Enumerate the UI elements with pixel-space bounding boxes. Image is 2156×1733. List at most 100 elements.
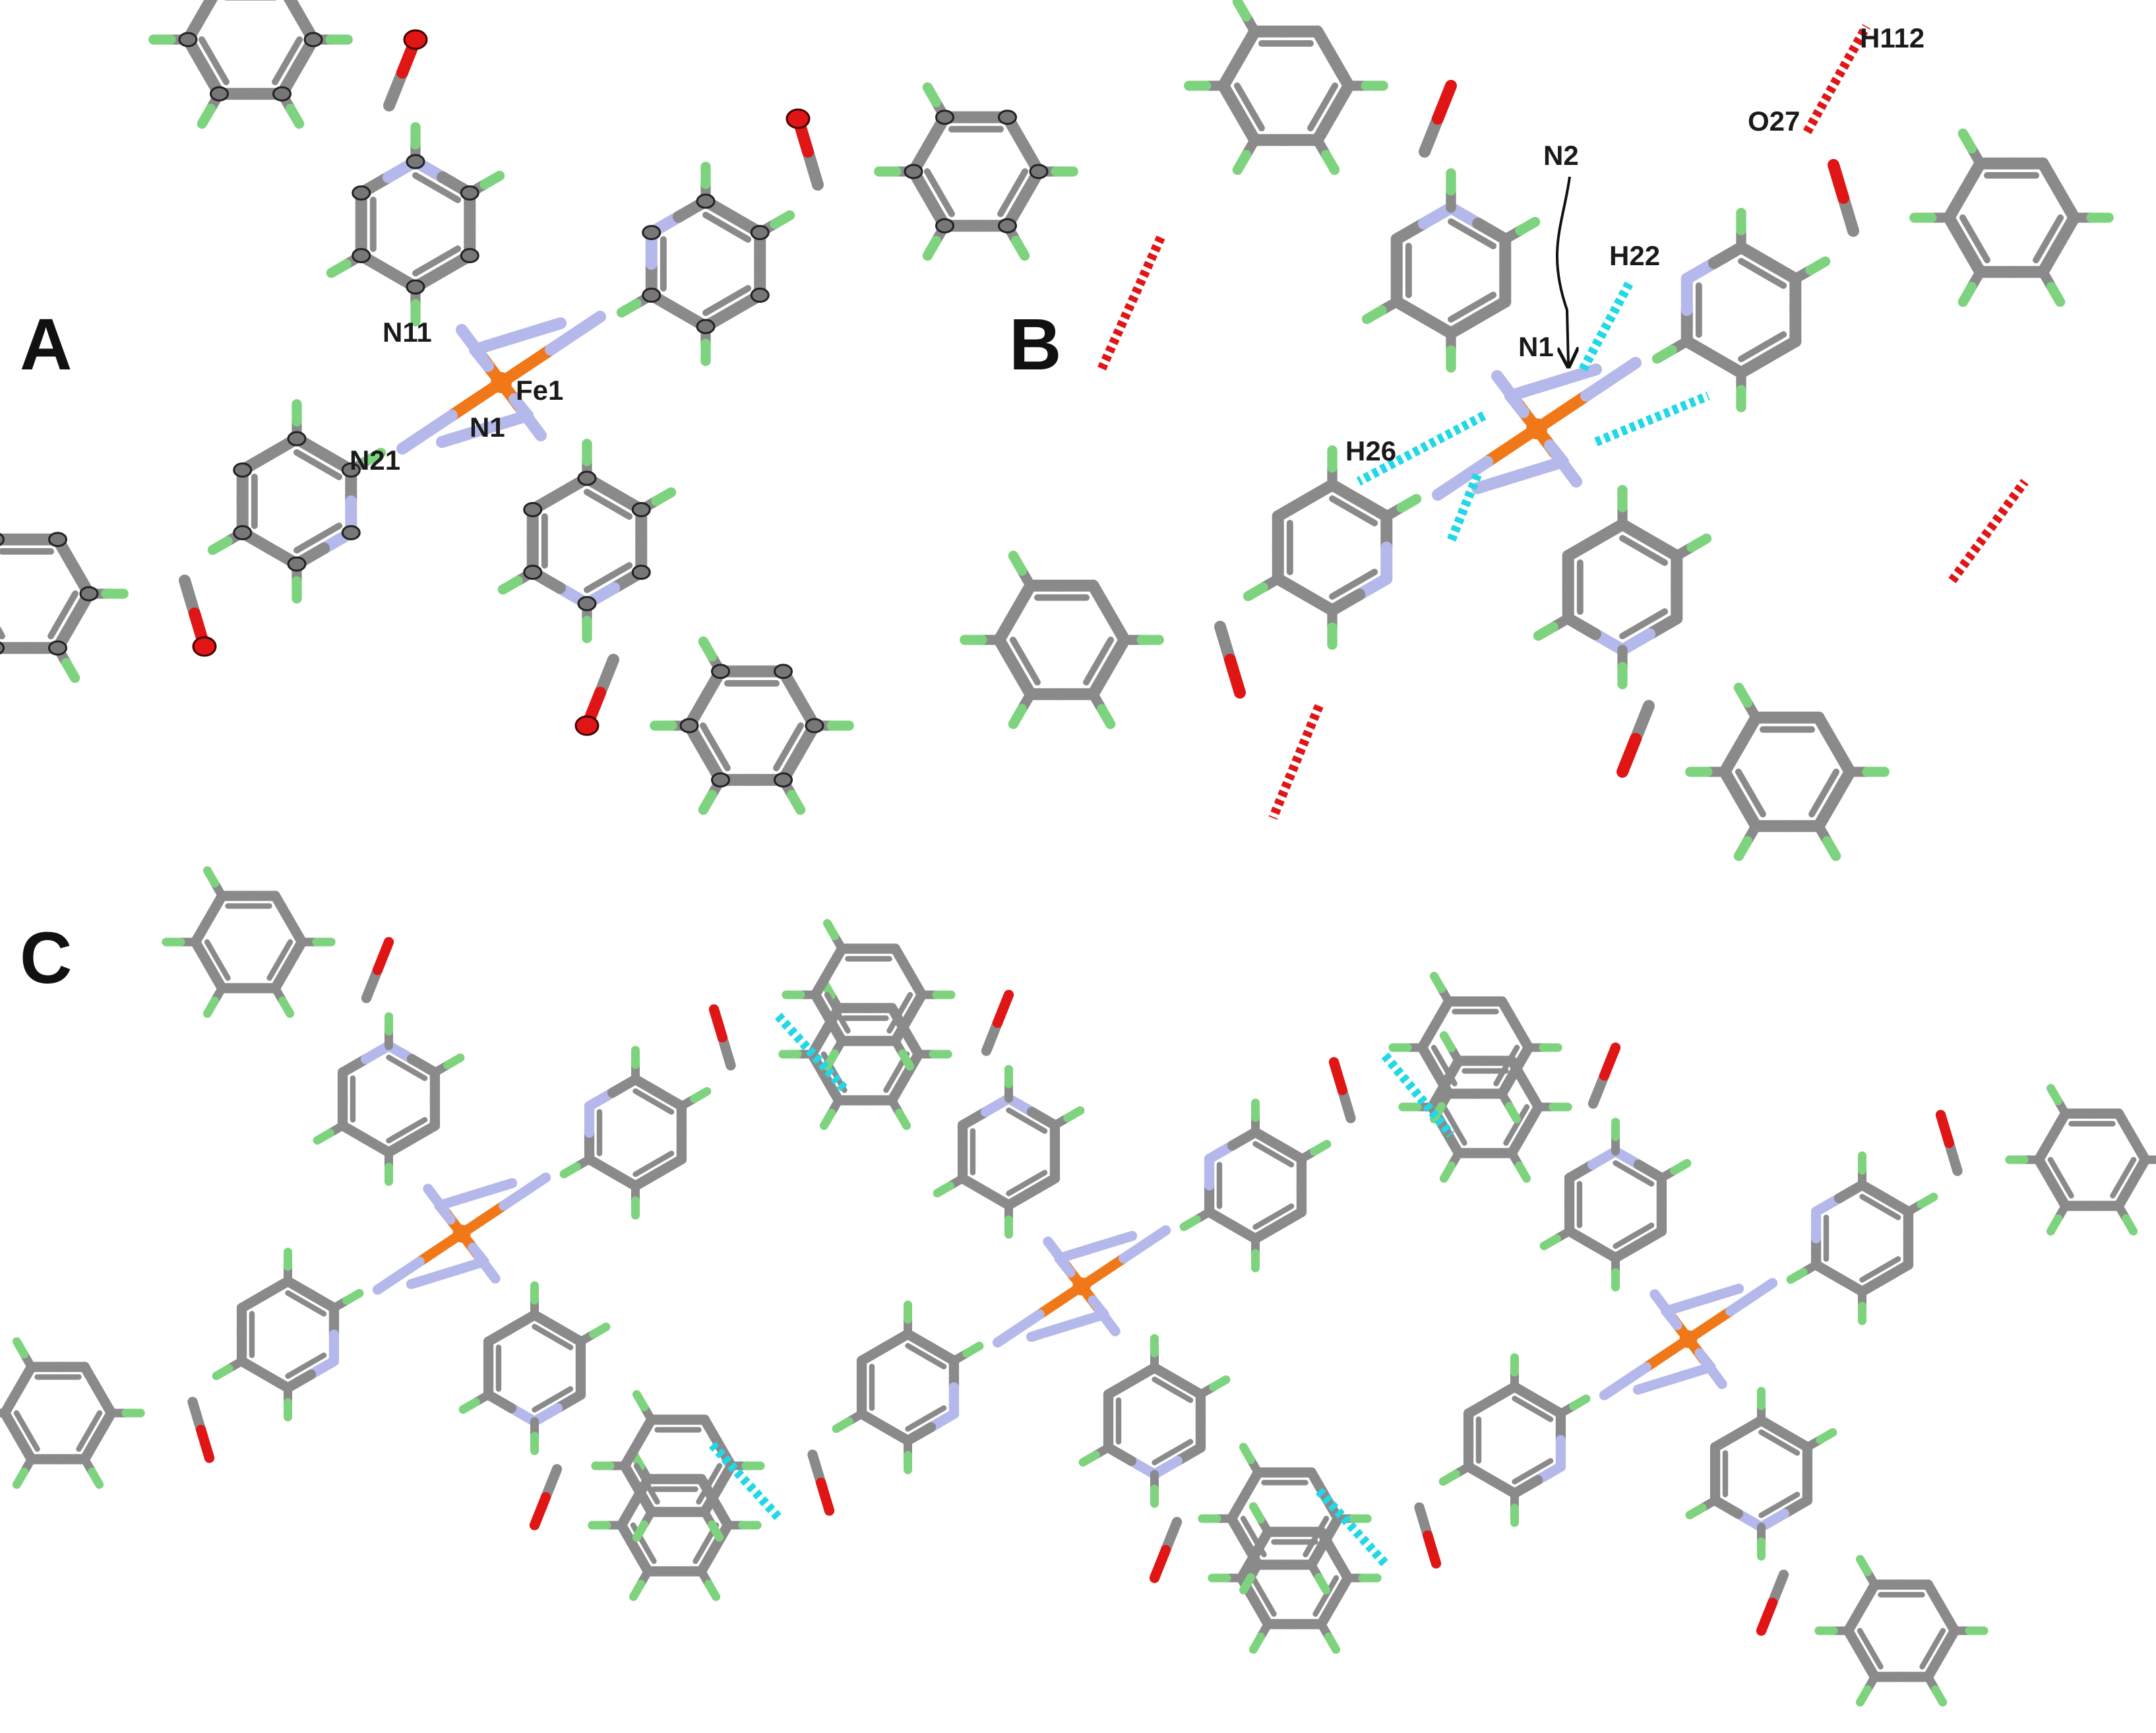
- bond: [2126, 1131, 2151, 1165]
- bond: [822, 919, 840, 941]
- carbon-atom: [696, 193, 716, 209]
- carbon-atom: [460, 185, 479, 201]
- aromatic-bond: [285, 1352, 327, 1379]
- aromatic-bond: [266, 939, 293, 981]
- aromatic-bond: [1919, 1627, 1946, 1670]
- aromatic-bond: [1448, 292, 1497, 323]
- bond: [1828, 159, 1849, 204]
- bond: [1855, 1555, 1872, 1577]
- bond: [1855, 1685, 1872, 1707]
- bond: [1026, 1320, 1073, 1342]
- bond: [962, 1341, 984, 1358]
- aromatic-bond: [1859, 1256, 1901, 1283]
- bond: [212, 1364, 233, 1381]
- bond: [1636, 646, 1649, 706]
- bond: [196, 1424, 215, 1463]
- aromatic-bond: [1252, 1141, 1295, 1168]
- carbon-atom: [774, 772, 793, 788]
- bond: [1685, 1503, 1707, 1520]
- bond: [1520, 1079, 1544, 1112]
- bond: [698, 790, 718, 815]
- hydrogen-bond: [1356, 411, 1487, 486]
- atom-label-n21: N21: [350, 445, 400, 476]
- bond: [900, 1026, 924, 1059]
- aromatic-bond: [293, 522, 343, 554]
- bond: [1224, 654, 1246, 699]
- carbon-atom: [233, 462, 253, 478]
- atom-label-n1-b: N1: [1518, 331, 1554, 362]
- bond: [1773, 1525, 1784, 1575]
- atom-label-o27: O27: [1748, 106, 1800, 137]
- carbon-atom: [79, 586, 99, 602]
- bond: [1314, 1573, 1331, 1594]
- aromatic-bond: [1329, 495, 1378, 526]
- bond: [1670, 1158, 1692, 1176]
- bond: [1697, 1283, 1744, 1306]
- aromatic-bond: [696, 1463, 723, 1505]
- bond: [651, 487, 677, 507]
- aromatic-bond: [1738, 331, 1787, 363]
- carbon-atom: [523, 565, 543, 580]
- bond: [12, 1337, 29, 1359]
- aromatic-bond: [632, 1088, 675, 1115]
- aromatic-bond: [702, 285, 752, 317]
- bond: [1725, 1278, 1778, 1317]
- aromatic-bond: [1613, 1160, 1655, 1187]
- aromatic-bond: [1250, 1575, 1277, 1617]
- carbon-atom: [631, 565, 651, 580]
- carbon-atom: [750, 288, 770, 303]
- bond: [1632, 1373, 1680, 1395]
- bond: [1243, 582, 1268, 602]
- aromatic-bond: [1808, 769, 1840, 818]
- bond: [197, 104, 216, 129]
- bond: [1090, 1230, 1138, 1253]
- carbon-atom: [303, 32, 323, 47]
- bond: [207, 536, 233, 555]
- aromatic-bond: [1512, 1458, 1554, 1485]
- aromatic-bond: [386, 1117, 428, 1144]
- bond: [1822, 836, 1841, 862]
- bond: [600, 600, 613, 660]
- aromatic-bond: [1758, 1429, 1801, 1456]
- atom-label-n1: N1: [470, 412, 505, 443]
- aromatic-bond: [1303, 1515, 1330, 1558]
- carbon-atom: [904, 164, 923, 179]
- bond: [1328, 1057, 1347, 1096]
- carbon-atom: [272, 86, 292, 102]
- carbon-atom: [711, 664, 730, 679]
- aromatic-bond: [824, 992, 851, 1034]
- bond: [2046, 1214, 2063, 1236]
- carbon-atom: [805, 718, 824, 734]
- oxygen-contact: [1948, 478, 2029, 584]
- bond: [712, 1437, 737, 1471]
- bond: [832, 1416, 853, 1434]
- carbon-atom: [711, 772, 730, 788]
- bond: [992, 990, 1014, 1028]
- bond: [1828, 738, 1856, 778]
- aromatic-bond: [1152, 1439, 1194, 1466]
- bond: [786, 790, 806, 815]
- carbon-atom: [48, 532, 67, 548]
- oxygen-contact: [1268, 704, 1324, 820]
- bond: [1569, 1394, 1591, 1411]
- carbon-atom: [642, 225, 662, 240]
- bond: [342, 1288, 364, 1306]
- bond: [690, 1087, 712, 1104]
- atom-label-n2: N2: [1543, 140, 1579, 171]
- bond: [499, 1172, 551, 1211]
- bond: [529, 1492, 551, 1530]
- bond: [1310, 1139, 1332, 1156]
- bond: [1816, 1428, 1837, 1445]
- panel-b-letter: B: [1009, 304, 1061, 385]
- aromatic-bond: [1431, 1044, 1458, 1087]
- bond: [559, 1162, 581, 1179]
- hydrogen-bond: [708, 1441, 782, 1521]
- bond: [922, 236, 942, 261]
- bond: [1396, 493, 1422, 513]
- aromatic-bond: [632, 1150, 675, 1178]
- aromatic-bond: [285, 1290, 327, 1317]
- aromatic-bond: [1329, 569, 1378, 600]
- bond: [922, 82, 942, 108]
- bond: [1669, 1362, 1716, 1384]
- bond: [512, 317, 567, 342]
